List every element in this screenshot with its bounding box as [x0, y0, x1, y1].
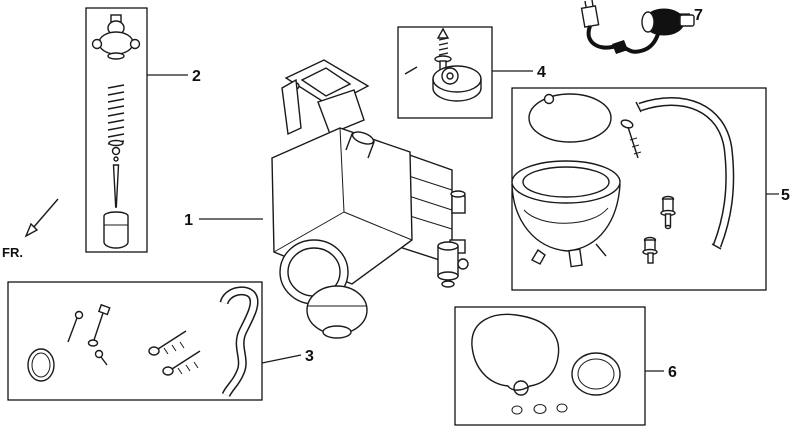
callout-6-label[interactable]: 6 — [668, 364, 677, 381]
callout-5-label[interactable]: 5 — [781, 187, 790, 204]
part-1-carburetor-assembly — [271, 59, 469, 339]
part-6-gasket-set — [471, 313, 621, 415]
front-label: FR. — [2, 245, 23, 260]
front-direction-indicator: FR. — [2, 198, 59, 260]
callout-3-leader — [261, 354, 302, 364]
float-chamber-body — [511, 183, 621, 252]
part-3-screw-set — [27, 286, 259, 398]
part-2-throttle-valve-set — [91, 14, 141, 249]
cable-bracket — [281, 78, 302, 136]
spring-coil — [107, 84, 125, 145]
front-arrow-icon — [24, 222, 39, 238]
part-6-group-box — [454, 306, 646, 426]
bowl-gasket — [528, 93, 612, 143]
o-ring — [27, 348, 55, 382]
wire — [586, 25, 660, 54]
o-ring-large — [571, 352, 621, 396]
part-4-group-box — [397, 26, 493, 119]
chamber-gasket — [471, 313, 560, 391]
callout-4-label[interactable]: 4 — [537, 64, 546, 81]
float-chamber-rim — [511, 160, 621, 204]
drain-screw — [157, 330, 187, 350]
callout-3-label[interactable]: 3 — [305, 348, 314, 365]
part-4-starter-valve-set — [404, 27, 482, 102]
callout-7-label[interactable]: 7 — [694, 7, 703, 24]
callout-1-label[interactable]: 1 — [184, 212, 193, 229]
air-screw — [171, 350, 201, 370]
part-5-float-chamber-set — [511, 93, 735, 268]
part-3-group-box — [7, 281, 263, 401]
spring-coil — [438, 37, 449, 61]
part-7-auto-bystarter — [580, 0, 695, 54]
jet-needle — [112, 164, 120, 208]
part-2-group-box — [85, 7, 148, 253]
connector-plug — [580, 5, 600, 28]
callout-2-label[interactable]: 2 — [192, 68, 201, 85]
throttle-slide — [103, 216, 129, 249]
